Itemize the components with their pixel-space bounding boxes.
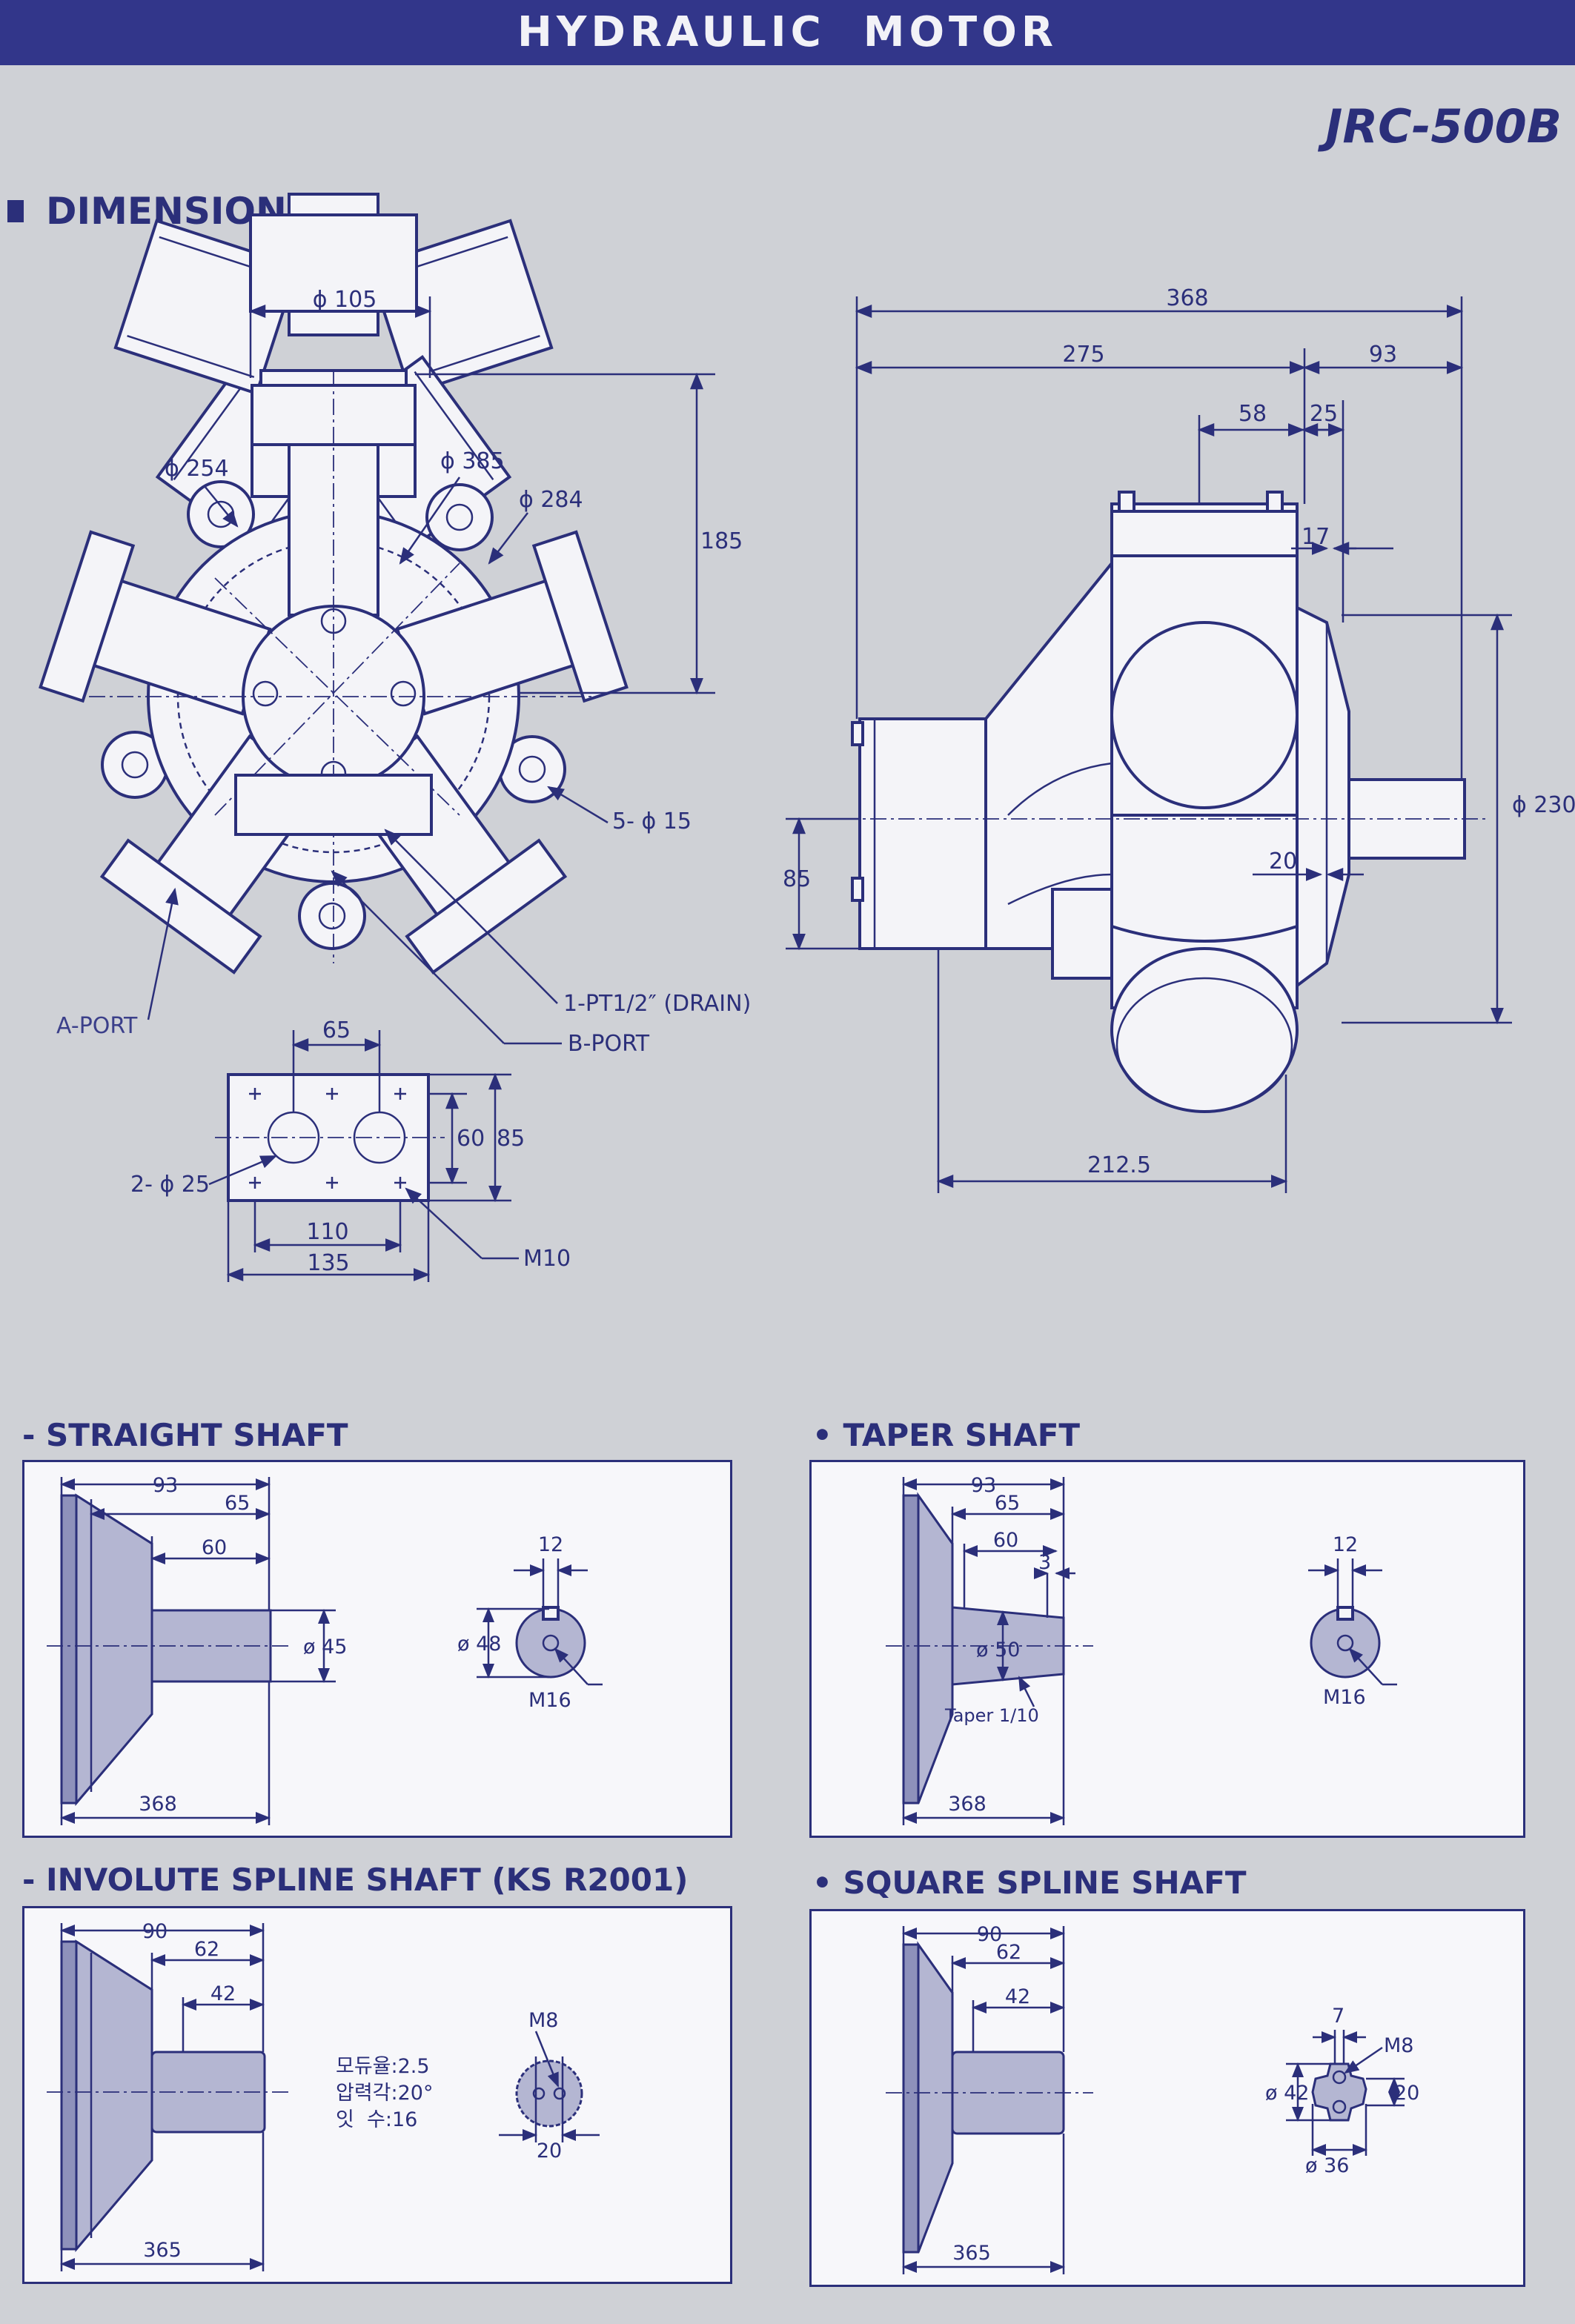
dim-taper-d50: ø 50 <box>976 1639 1020 1661</box>
flange-dimensions: 65 60 85 2- ϕ 25 110 135 M10 <box>130 1017 571 1282</box>
dim-side-212-5: 212.5 <box>1087 1152 1151 1178</box>
dim-straight-65: 65 <box>225 1492 250 1515</box>
spec-module: 모듀율:2.5 <box>336 2055 430 2078</box>
dim-straight-60: 60 <box>202 1536 227 1559</box>
square-shaft-drawing: 90 62 42 365 7 M8 ø 42 20 ø 36 <box>886 1923 1419 2274</box>
dim-straight-d48: ø 48 <box>457 1633 501 1656</box>
label-a-port: A-PORT <box>56 1013 138 1039</box>
label-straight-m16: M16 <box>528 1689 571 1712</box>
dim-involute-20: 20 <box>537 2139 562 2162</box>
dim-involute-42: 42 <box>210 1982 236 2005</box>
dim-flange-60: 60 <box>457 1126 485 1152</box>
label-taper-ratio: Taper 1/10 <box>944 1705 1039 1726</box>
dim-side-58: 58 <box>1239 401 1267 427</box>
square-shaft-title: • SQUARE SPLINE SHAFT <box>812 1865 1247 1901</box>
model-number: JRC-500B <box>1325 99 1562 153</box>
involute-shaft-panel: 90 62 42 365 모듀율:2.5 압력각:20° 잇 수:16 20 M… <box>22 1906 732 2284</box>
dim-straight-key12: 12 <box>538 1533 563 1556</box>
dim-taper-368: 368 <box>948 1793 987 1816</box>
straight-shaft-panel: 93 65 60 ø 45 368 12 ø 48 M16 <box>22 1460 732 1838</box>
label-b-port: B-PORT <box>568 1031 650 1057</box>
involute-shaft-title: - INVOLUTE SPLINE SHAFT (KS R2001) <box>22 1862 689 1898</box>
label-involute-m8: M8 <box>528 2009 558 2032</box>
dim-square-42: 42 <box>1005 1985 1030 2008</box>
dim-square-365: 365 <box>952 2242 991 2265</box>
dim-taper-60: 60 <box>993 1529 1018 1552</box>
dim-taper-65: 65 <box>995 1492 1020 1515</box>
involute-shaft-drawing: 90 62 42 365 모듀율:2.5 압력각:20° 잇 수:16 20 M… <box>47 1920 600 2271</box>
mounting-lugs <box>101 480 566 950</box>
dim-square-20: 20 <box>1394 2082 1419 2105</box>
straight-shaft-title: - STRAIGHT SHAFT <box>22 1417 348 1453</box>
page-banner: HYDRAULIC MOTOR <box>0 0 1575 65</box>
front-view-dimensions: ϕ 105 185 ϕ 254 ϕ 385 ϕ 284 5- ϕ 15 A-PO… <box>56 287 751 1057</box>
dim-side-368: 368 <box>1166 285 1208 311</box>
label-drain: 1-PT1/2″ (DRAIN) <box>563 991 751 1017</box>
dim-5-holes: 5- ϕ 15 <box>612 809 692 834</box>
label-taper-m16: M16 <box>1323 1686 1366 1709</box>
dim-flange-85: 85 <box>497 1126 525 1152</box>
dim-side-d230: ϕ 230 <box>1512 792 1575 818</box>
dim-square-90: 90 <box>977 1923 1002 1946</box>
dim-straight-d45: ø 45 <box>303 1636 347 1659</box>
dim-side-20: 20 <box>1269 849 1297 874</box>
dim-flange-135: 135 <box>307 1250 349 1276</box>
square-shaft-panel: 90 62 42 365 7 M8 ø 42 20 ø 36 <box>809 1909 1525 2287</box>
straight-shaft-drawing: 93 65 60 ø 45 368 12 ø 48 M16 <box>47 1474 603 1825</box>
dim-side-275: 275 <box>1062 342 1104 368</box>
page-title: HYDRAULIC MOTOR <box>517 8 1058 56</box>
dim-taper-3: 3 <box>1038 1551 1051 1574</box>
dim-185: 185 <box>700 528 743 554</box>
dim-straight-93: 93 <box>153 1474 178 1497</box>
taper-shaft-panel: 93 65 60 3 ø 50 Taper 1/10 368 12 M16 <box>809 1460 1525 1838</box>
dim-flange-110: 110 <box>306 1219 348 1245</box>
spec-teeth: 잇 수:16 <box>336 2108 417 2131</box>
dim-flange-65: 65 <box>322 1017 351 1043</box>
dim-d254: ϕ 254 <box>165 456 229 482</box>
dim-square-7: 7 <box>1332 2005 1344 2028</box>
dim-straight-368: 368 <box>139 1793 177 1816</box>
taper-shaft-drawing: 93 65 60 3 ø 50 Taper 1/10 368 12 M16 <box>886 1474 1397 1825</box>
side-view-dimensions: 368 275 93 58 25 17 ϕ 230 20 85 212.5 <box>783 285 1575 1193</box>
dim-d105: ϕ 105 <box>313 287 377 313</box>
label-square-m8: M8 <box>1384 2034 1413 2057</box>
taper-shaft-title: • TAPER SHAFT <box>812 1417 1081 1453</box>
dim-d284: ϕ 284 <box>519 487 583 513</box>
spec-pressure-angle: 압력각:20° <box>336 2082 433 2105</box>
dim-square-d42: ø 42 <box>1265 2082 1309 2105</box>
dim-taper-93: 93 <box>971 1474 996 1497</box>
square-bullet-icon <box>7 199 24 222</box>
dim-side-17: 17 <box>1302 524 1330 550</box>
dim-d385: ϕ 385 <box>440 448 505 474</box>
port-flange <box>215 1073 445 1202</box>
dim-side-85: 85 <box>783 866 811 892</box>
dim-square-62: 62 <box>996 1941 1021 1964</box>
dim-flange-ports: 2- ϕ 25 <box>130 1172 210 1198</box>
main-dimension-drawing: ϕ 105 185 ϕ 254 ϕ 385 ϕ 284 5- ϕ 15 A-PO… <box>39 193 1575 1282</box>
side-view <box>786 491 1490 1113</box>
front-view <box>39 193 629 975</box>
label-flange-m10: M10 <box>523 1246 571 1272</box>
dim-involute-62: 62 <box>194 1938 219 1961</box>
dim-side-25: 25 <box>1310 401 1338 427</box>
dim-involute-365: 365 <box>143 2239 182 2262</box>
dim-side-93: 93 <box>1369 342 1397 368</box>
dim-taper-key12: 12 <box>1333 1533 1358 1556</box>
dim-square-d36: ø 36 <box>1305 2154 1349 2177</box>
dim-involute-90: 90 <box>142 1920 168 1943</box>
